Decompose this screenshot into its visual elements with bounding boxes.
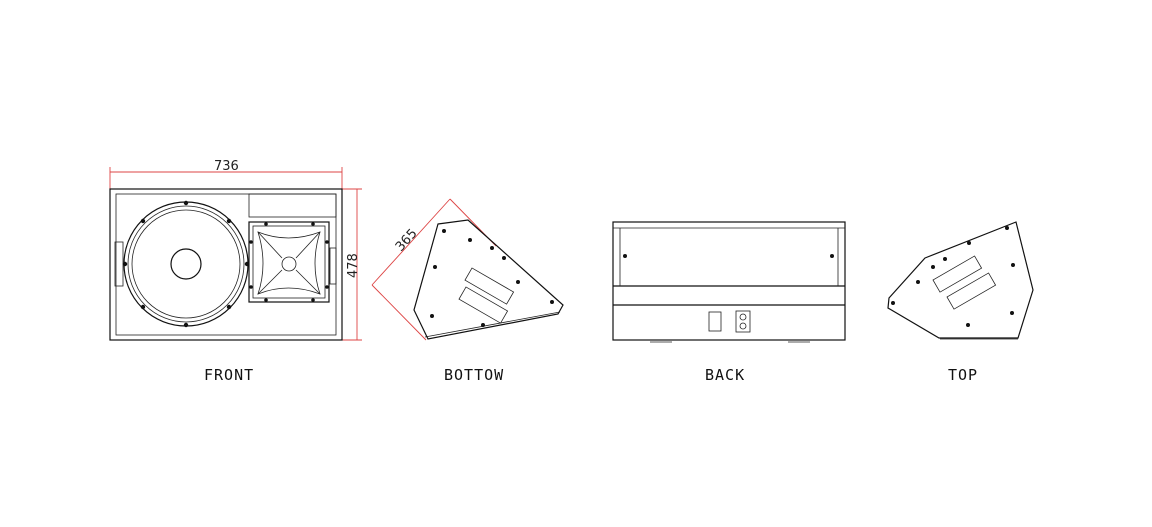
bottom-handle-1 [464, 267, 515, 305]
back-connector-1 [739, 313, 747, 321]
woofer-cone [131, 209, 241, 319]
back-screw-left [623, 254, 627, 258]
woofer-surround [127, 205, 245, 323]
horn-throat [281, 256, 297, 272]
back-cabinet-outline [612, 221, 846, 341]
front-cabinet-outline [109, 188, 343, 341]
top-screws [891, 226, 1015, 327]
bottom-handle-2 [458, 286, 509, 324]
bottom-body-outline [413, 219, 564, 340]
bottom-view: 365 [371, 198, 564, 341]
bottom-view-label: BOTTOW [444, 366, 504, 384]
back-view-label: BACK [705, 366, 745, 384]
front-handle-right [329, 247, 337, 285]
woofer-screws [122, 200, 250, 328]
back-screw-right [830, 254, 834, 258]
woofer-dust-cap [170, 248, 202, 280]
top-handle-1 [932, 255, 983, 293]
height-dimension-label: 478 [346, 253, 361, 278]
depth-dimension-label: 365 [393, 226, 421, 254]
front-view-label: FRONT [204, 366, 254, 384]
back-connector-plate [735, 310, 751, 333]
top-body-outline [887, 221, 1034, 339]
front-port [248, 193, 337, 218]
width-dimension-label: 736 [214, 159, 239, 174]
top-view-label: TOP [948, 366, 978, 384]
back-view [612, 221, 846, 343]
horn-screws [249, 222, 329, 302]
top-view [887, 221, 1034, 340]
back-connector-2 [739, 322, 747, 330]
back-switch [708, 311, 722, 332]
front-view: 736 478 [109, 159, 362, 341]
horn-frame [248, 221, 330, 303]
bottom-screws [430, 229, 554, 327]
horn-plate [252, 225, 326, 299]
top-handle-2 [946, 272, 997, 310]
